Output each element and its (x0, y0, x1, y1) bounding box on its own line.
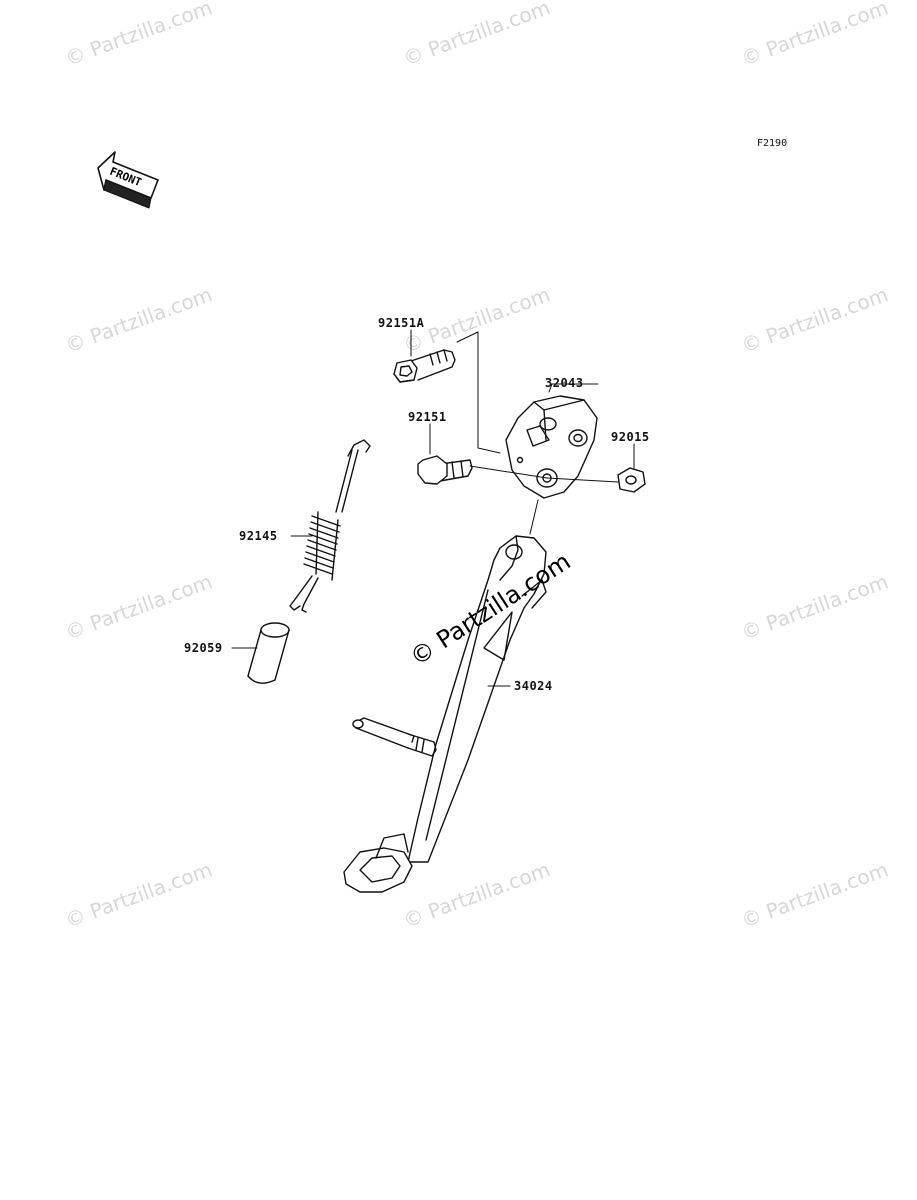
part-label-92151[interactable]: 92151 (408, 410, 447, 424)
side-stand-34024-icon (343, 499, 547, 893)
part-label-92059[interactable]: 92059 (184, 641, 223, 655)
front-arrow-icon (97, 151, 159, 209)
part-label-32043[interactable]: 32043 (545, 376, 584, 390)
figure-code: F2190 (757, 138, 788, 149)
part-label-92151a[interactable]: 92151A (378, 316, 425, 330)
collar-92059-icon (247, 622, 290, 684)
bolt-92151a-icon (393, 349, 456, 383)
spring-92145-icon (289, 439, 371, 613)
part-label-92145[interactable]: 92145 (239, 529, 278, 543)
bracket-32043-icon (505, 395, 598, 499)
bolt-92151-icon (417, 455, 548, 485)
part-label-92015[interactable]: 92015 (611, 430, 650, 444)
part-label-34024[interactable]: 34024 (514, 679, 553, 693)
nut-92015-icon (546, 467, 646, 493)
